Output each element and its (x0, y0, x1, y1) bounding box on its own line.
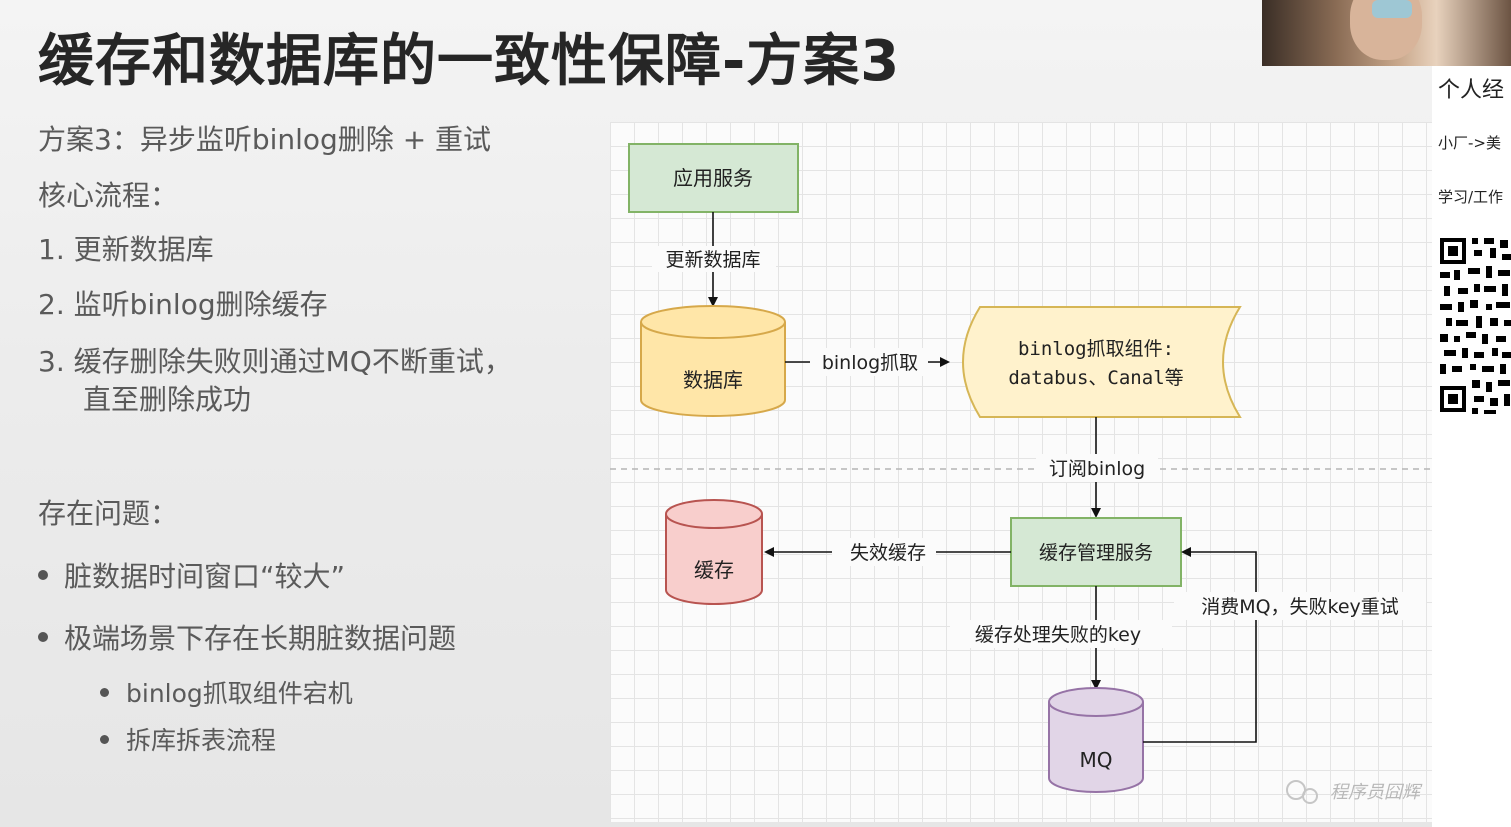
mq-node: MQ (1048, 687, 1144, 793)
presenter-mask (1372, 0, 1412, 18)
binlog-component-node: binlog抓取组件: databus、Canal等 (962, 306, 1242, 418)
edge-label-binlog-fetch: binlog抓取 (822, 352, 918, 374)
edge-label-consume-mq: 消费MQ，失败key重试 (1201, 596, 1399, 618)
scheme-heading: 方案3：异步监听binlog删除 + 重试 (38, 123, 492, 156)
cache-label: 缓存 (694, 558, 734, 582)
edge-label-bg (1174, 592, 1426, 620)
architecture-diagram: 应用服务 更新数据库 数据库 binlog抓取 binlog抓取组件: data… (610, 122, 1456, 822)
watermark-text: 程序员囧辉 (1330, 782, 1423, 803)
cache-manager-node: 缓存管理服务 (1010, 517, 1182, 587)
mq-label: MQ (1080, 748, 1113, 772)
side-panel: 个人经 小厂->美 学习/工作 (1432, 66, 1511, 827)
database-label: 数据库 (683, 368, 743, 392)
edge-label-subscribe-binlog: 订阅binlog (1049, 458, 1145, 480)
edge-label-bg (652, 246, 776, 272)
app-service-node: 应用服务 (628, 143, 799, 213)
edge-label-update-db: 更新数据库 (665, 249, 760, 271)
binlog-component-label: binlog抓取组件: (1018, 338, 1174, 360)
diagram-canvas: 应用服务 更新数据库 数据库 binlog抓取 binlog抓取组件: data… (610, 143, 1456, 804)
step-item: 2. 监听binlog删除缓存 (38, 288, 328, 321)
side-panel-text: 小厂->美 (1438, 134, 1501, 152)
cache-node: 缓存 (665, 499, 763, 605)
edge-consume-mq (1143, 547, 1257, 743)
edge-label-bg (810, 348, 928, 376)
edge-label-bg (950, 620, 1172, 648)
edge-label-failed-keys: 缓存处理失败的key (975, 624, 1141, 646)
wechat-watermark: 程序员囧辉 (1286, 780, 1423, 804)
sub-problem-item: binlog抓取组件宕机 (100, 674, 353, 710)
binlog-component-examples: databus、Canal等 (1008, 367, 1183, 389)
sub-problem-text: binlog抓取组件宕机 (126, 679, 353, 708)
sub-problem-text: 拆库拆表流程 (126, 726, 277, 755)
slide-title: 缓存和数据库的一致性保障-方案3 (38, 29, 901, 94)
bullet-icon (38, 632, 48, 642)
problem-item: 极端场景下存在长期脏数据问题 (38, 617, 456, 657)
cache-manager-label: 缓存管理服务 (1039, 542, 1153, 564)
bullet-icon (100, 734, 109, 744)
edge-label-bg (1036, 454, 1158, 482)
core-flow-heading: 核心流程： (38, 179, 179, 212)
step-item: 3. 缓存删除失败则通过MQ不断重试， (38, 345, 512, 378)
problem-text: 脏数据时间窗口“较大” (64, 560, 346, 593)
webcam-overlay (1262, 0, 1511, 66)
qr-code-icon (1438, 234, 1511, 418)
problem-text: 极端场景下存在长期脏数据问题 (64, 622, 457, 655)
problem-item: 脏数据时间窗口“较大” (38, 555, 345, 595)
edge-label-bg (832, 538, 936, 566)
edge-label-invalidate-cache: 失效缓存 (850, 542, 926, 564)
side-panel-text: 学习/工作 (1438, 188, 1504, 206)
app-service-label: 应用服务 (673, 166, 753, 190)
database-node: 数据库 (640, 305, 786, 417)
bullet-icon (38, 570, 48, 580)
step-item-continuation: 直至删除成功 (83, 383, 252, 416)
problems-heading: 存在问题： (38, 497, 179, 530)
bullet-icon (100, 687, 109, 697)
step-item: 1. 更新数据库 (38, 233, 214, 266)
sub-problem-item: 拆库拆表流程 (100, 721, 276, 757)
side-panel-heading: 个人经 (1438, 78, 1505, 103)
